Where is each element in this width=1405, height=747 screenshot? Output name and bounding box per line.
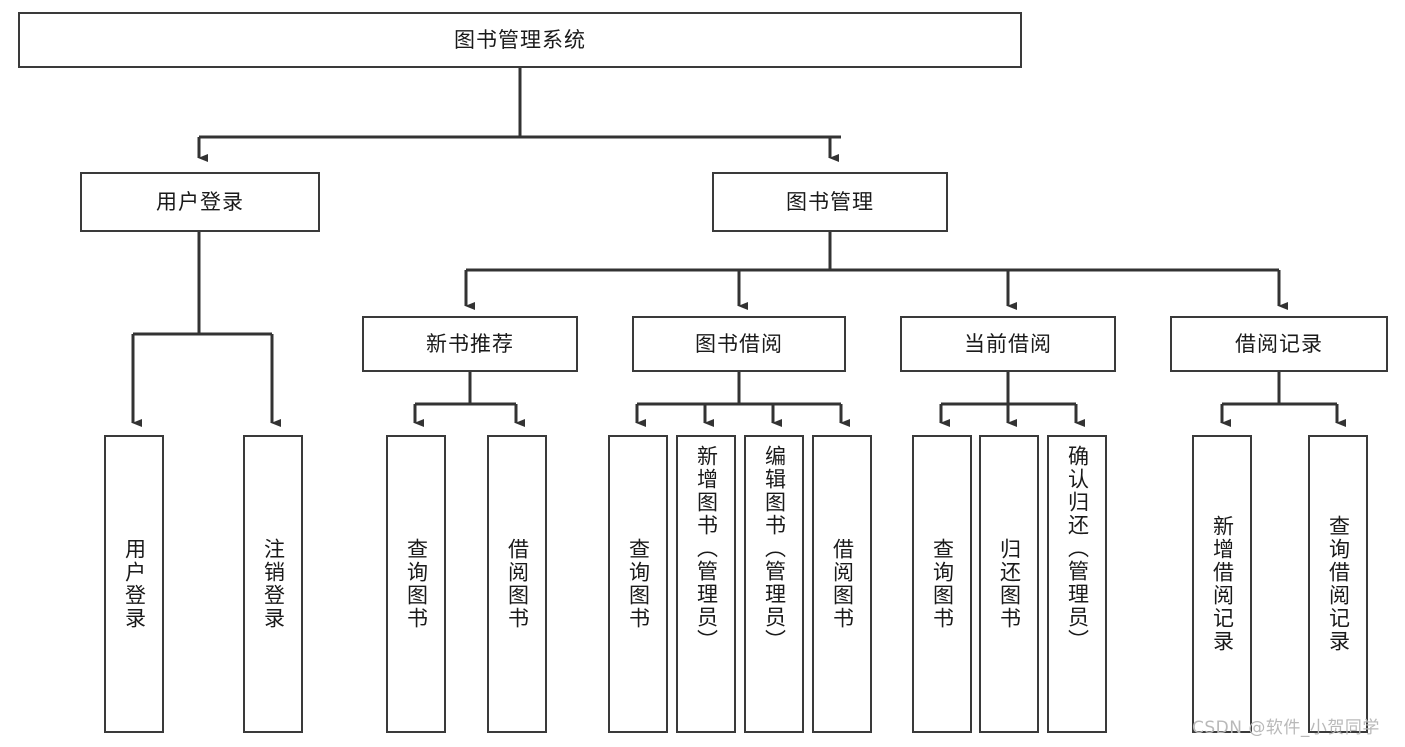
leaf-add-borrow-record[interactable]: 新增借阅记录 (1192, 435, 1252, 733)
leaf-return-book[interactable]: 归还图书 (979, 435, 1039, 733)
node-borrow-record[interactable]: 借阅记录 (1170, 316, 1388, 372)
node-new-book-recommend[interactable]: 新书推荐 (362, 316, 578, 372)
csdn-watermark: CSDN @软件_小贺同学 (1192, 718, 1380, 738)
leaf-borrow-book[interactable]: 借阅图书 (812, 435, 872, 733)
leaf-query-book-recommend[interactable]: 查询图书 (386, 435, 446, 733)
leaf-user-login[interactable]: 用户登录 (104, 435, 164, 733)
node-root-system[interactable]: 图书管理系统 (18, 12, 1022, 68)
node-book-borrow[interactable]: 图书借阅 (632, 316, 846, 372)
leaf-confirm-return-admin[interactable]: 确认归还（管理员） (1047, 435, 1107, 733)
node-book-manage[interactable]: 图书管理 (712, 172, 948, 232)
node-current-borrow[interactable]: 当前借阅 (900, 316, 1116, 372)
leaf-edit-book-admin[interactable]: 编辑图书（管理员） (744, 435, 804, 733)
leaf-query-book-borrow[interactable]: 查询图书 (608, 435, 668, 733)
leaf-query-borrow-record[interactable]: 查询借阅记录 (1308, 435, 1368, 733)
node-user-login[interactable]: 用户登录 (80, 172, 320, 232)
leaf-query-book-current[interactable]: 查询图书 (912, 435, 972, 733)
leaf-logout-login[interactable]: 注销登录 (243, 435, 303, 733)
leaf-add-book-admin[interactable]: 新增图书（管理员） (676, 435, 736, 733)
leaf-borrow-book-recommend[interactable]: 借阅图书 (487, 435, 547, 733)
